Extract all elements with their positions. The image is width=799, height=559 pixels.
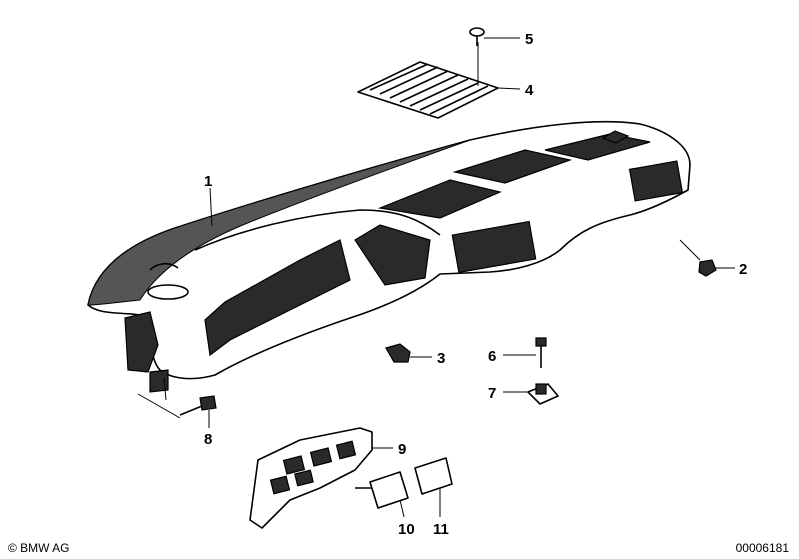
grille-cover[interactable] bbox=[357, 61, 499, 119]
leader-lines bbox=[137, 37, 735, 518]
screw-6[interactable] bbox=[535, 337, 547, 368]
dashboard-panel[interactable] bbox=[87, 120, 691, 393]
diagram-id: 00006181 bbox=[735, 541, 789, 555]
callout-6: 6 bbox=[488, 348, 496, 365]
cover-plate-10[interactable] bbox=[355, 471, 409, 509]
callout-4: 4 bbox=[525, 82, 534, 99]
callout-5: 5 bbox=[525, 31, 533, 48]
clip-2[interactable] bbox=[698, 259, 717, 277]
callout-labels: 1 2 3 4 5 6 7 8 9 10 11 bbox=[204, 31, 747, 538]
callout-3: 3 bbox=[437, 350, 445, 367]
callout-2: 2 bbox=[739, 261, 747, 278]
bolt-8[interactable] bbox=[179, 395, 217, 416]
callout-7: 7 bbox=[488, 385, 496, 402]
cover-plate-11[interactable] bbox=[414, 457, 453, 495]
screw-5[interactable] bbox=[469, 27, 485, 46]
callout-9: 9 bbox=[398, 441, 406, 458]
callout-10: 10 bbox=[398, 521, 415, 538]
callout-8: 8 bbox=[204, 431, 212, 448]
clip-nut-3[interactable] bbox=[385, 343, 411, 363]
bracket-9[interactable] bbox=[249, 427, 373, 529]
callout-11: 11 bbox=[433, 521, 449, 538]
nut-plate-7[interactable] bbox=[527, 383, 559, 405]
callout-1: 1 bbox=[204, 173, 212, 190]
copyright-text: © BMW AG bbox=[8, 541, 70, 555]
